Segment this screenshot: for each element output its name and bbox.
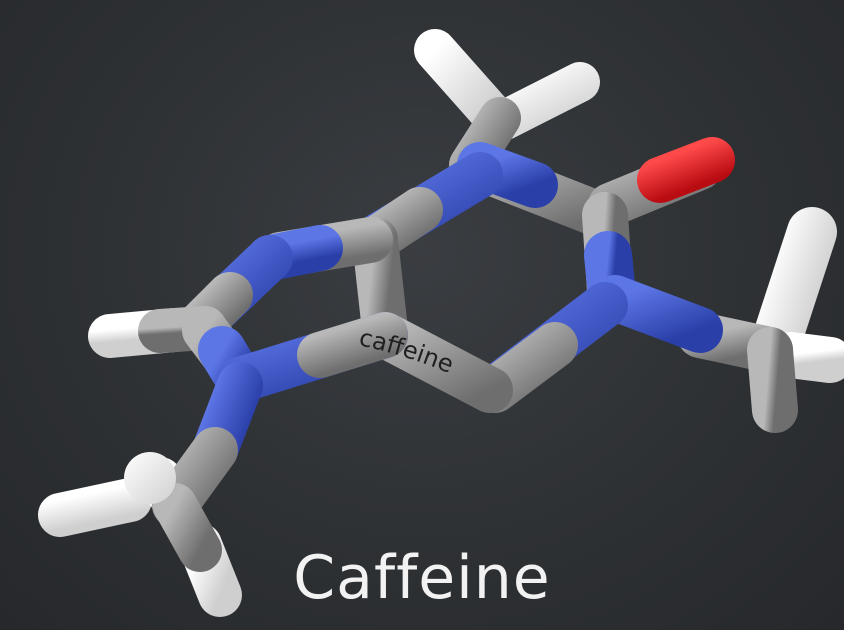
molecule-caption: Caffeine: [293, 543, 551, 613]
ring-bonds: [88, 137, 735, 529]
methyl-group-top: [414, 29, 600, 186]
methyl-group-lower-left: [38, 427, 242, 617]
